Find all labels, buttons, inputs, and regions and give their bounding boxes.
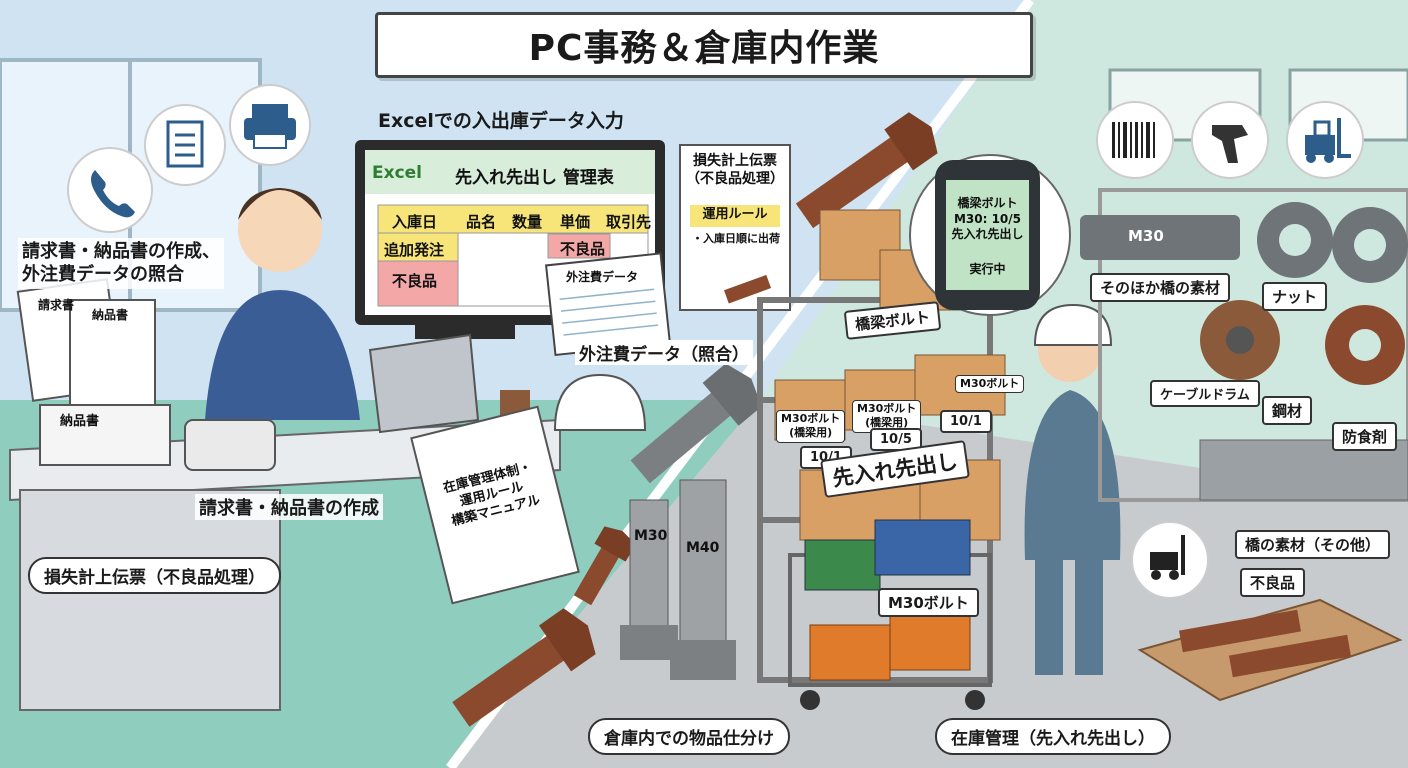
box-label-3: M30ボルト bbox=[955, 375, 1025, 394]
bolt-middle bbox=[630, 363, 762, 484]
sorting-label: 倉庫内での物品仕分け bbox=[588, 718, 790, 755]
table-header-vendor: 取引先 bbox=[606, 213, 652, 231]
barcode-icon bbox=[1096, 101, 1174, 179]
shelf-m30-label: M30 bbox=[1128, 227, 1164, 245]
bolt-bottom bbox=[452, 608, 596, 727]
bolt-memo bbox=[723, 274, 772, 304]
hard-hat-worker bbox=[1033, 303, 1113, 346]
stack-label: 納品書 bbox=[60, 414, 100, 429]
bolt-m40-upright bbox=[679, 479, 727, 651]
desk-phone bbox=[184, 419, 276, 471]
doc-header-back: 請求書 bbox=[38, 298, 75, 312]
nut-label: ナット bbox=[1262, 282, 1328, 311]
office-worker-body bbox=[205, 290, 360, 420]
defective-label: 不良品 bbox=[1240, 568, 1306, 597]
warehouse-worker-body bbox=[1024, 390, 1121, 560]
table-header-date: 入庫日 bbox=[392, 213, 438, 231]
defective-bolt-2 bbox=[1229, 634, 1351, 678]
bin-blue bbox=[874, 519, 971, 576]
bolt-small bbox=[573, 526, 636, 606]
table-header-item: 品名 bbox=[466, 213, 497, 231]
bridge-materials-label: 橋の素材（その他） bbox=[1235, 530, 1391, 559]
excel-heading: Excelでの入出庫データ入力 bbox=[378, 110, 624, 132]
scanner-icon bbox=[1191, 101, 1269, 179]
bolt-shelf-m30 bbox=[1080, 215, 1240, 260]
defect-tag: 不良品 bbox=[560, 240, 606, 258]
table-header-qty: 数量 bbox=[512, 213, 543, 231]
box-top-1 bbox=[819, 209, 901, 281]
memo-paper bbox=[679, 144, 791, 311]
laptop bbox=[368, 333, 480, 434]
box-label-2: M30ボルト (橋梁用) bbox=[852, 400, 922, 433]
bin-orange-1 bbox=[809, 624, 891, 681]
date-tag-3: 10/1 bbox=[940, 410, 992, 433]
header-row bbox=[377, 204, 649, 234]
phone-icon bbox=[67, 147, 153, 233]
table-row-defect: 不良品 bbox=[392, 272, 438, 290]
bolt-large-top bbox=[795, 112, 938, 229]
anticorrosion-label: 防食剤 bbox=[1332, 422, 1398, 451]
memo-rule: 運用ルール bbox=[702, 207, 768, 222]
forklift-icon bbox=[1286, 101, 1364, 179]
invoice-label: 請求書・納品書の作成、 外注費データの照合 bbox=[18, 238, 224, 289]
bolt-size-m40: M40 bbox=[686, 540, 720, 556]
memo-item: ・入庫日順に出荷 bbox=[692, 232, 780, 245]
loss-label: 損失計上伝票（不良品処理） bbox=[28, 557, 281, 594]
subcontract-sheet bbox=[544, 252, 671, 357]
box-label-1: M30ボルト (橋梁用) bbox=[776, 410, 846, 443]
scanner-screen: 橋梁ボルト M30: 10/5 先入れ先出し bbox=[951, 196, 1024, 242]
paper-front bbox=[69, 299, 156, 406]
scanner-status: 実行中 bbox=[969, 262, 1006, 276]
bolt-size-m30: M30 bbox=[634, 528, 668, 544]
subcontract-label: 外注費データ（照合） bbox=[575, 340, 753, 365]
cart-label: M30ボルト bbox=[878, 588, 979, 617]
create-label: 請求書・納品書の作成 bbox=[195, 494, 383, 520]
table-row-reorder: 追加発注 bbox=[384, 241, 445, 259]
defective-bolt-1 bbox=[1179, 609, 1301, 653]
hard-hat-desk bbox=[553, 373, 647, 431]
forklift-icon-floor bbox=[1131, 521, 1209, 599]
printer-icon bbox=[229, 84, 311, 166]
doc-header: 納品書 bbox=[92, 308, 129, 322]
other-materials-label: そのほか橋の素材 bbox=[1090, 273, 1231, 302]
subcontract-sheet-title: 外注費データ bbox=[566, 270, 639, 284]
excel-sheet-title: 先入れ先出し 管理表 bbox=[455, 168, 614, 188]
excel-app-name: Excel bbox=[372, 163, 423, 183]
paper-stack bbox=[39, 404, 171, 466]
table-header-price: 単価 bbox=[560, 213, 591, 231]
page-title: PC事務＆倉庫内作業 bbox=[375, 12, 1033, 78]
cable-drum-label: ケーブルドラム bbox=[1150, 380, 1260, 407]
office-worker-head bbox=[238, 188, 322, 272]
document-icon bbox=[144, 104, 226, 186]
bin-green bbox=[804, 539, 881, 591]
steel-label: 鋼材 bbox=[1262, 396, 1313, 425]
inventory-label: 在庫管理（先入れ先出し） bbox=[935, 718, 1171, 755]
bin-orange-2 bbox=[889, 614, 971, 671]
memo-title: 損失計上伝票 （不良品処理） bbox=[686, 153, 784, 188]
manual-book bbox=[410, 405, 580, 605]
